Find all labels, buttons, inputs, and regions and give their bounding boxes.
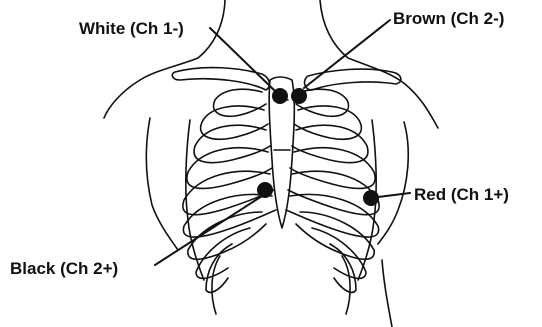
label-black-ch2-plus: Black (Ch 2+) xyxy=(10,260,118,277)
electrode-brown xyxy=(291,88,307,104)
leader-line-red xyxy=(378,193,410,197)
leader-line-brown xyxy=(304,20,390,88)
label-brown-ch2-minus: Brown (Ch 2-) xyxy=(393,10,504,27)
label-red-ch1-plus: Red (Ch 1+) xyxy=(414,186,509,203)
leader-line-black xyxy=(155,196,262,265)
torso-outline xyxy=(104,0,438,327)
electrode-white xyxy=(272,88,288,104)
electrode-red xyxy=(363,190,379,206)
left-ribs xyxy=(183,89,276,314)
clavicles xyxy=(172,68,401,90)
electrode-black xyxy=(257,182,273,198)
label-white-ch1-minus: White (Ch 1-) xyxy=(79,20,184,37)
leader-line-white xyxy=(210,28,274,90)
